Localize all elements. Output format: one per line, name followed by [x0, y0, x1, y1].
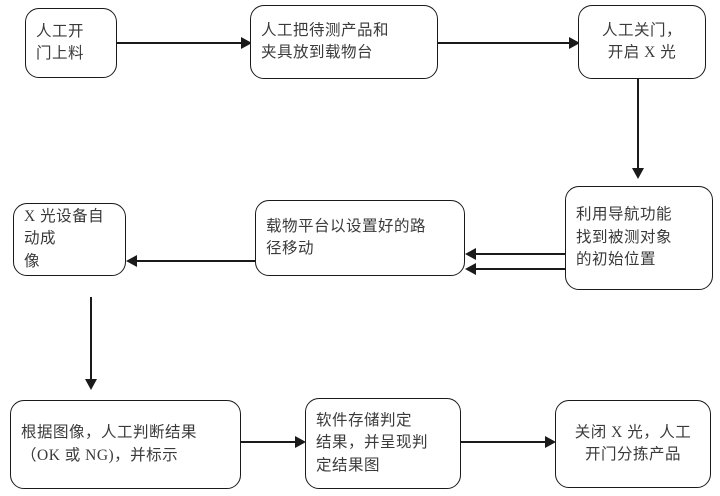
edge-xray-image-to-judge [90, 297, 92, 382]
node-close-xray-label: 人工关门， 开启 X 光 [601, 21, 682, 61]
node-software-store[interactable]: 软件存储判定 结果，并呈现判 定结果图 [305, 398, 461, 489]
node-judge[interactable]: 根据图像，人工判断结果 （OK 或 NG)，并标示 [10, 400, 241, 489]
node-sort-product-label: 关闭 X 光，人工 开门分拣产品 [574, 423, 692, 463]
node-place-product[interactable]: 人工把待测产品和 夹具放到载物台 [250, 5, 438, 79]
edge-stage-move-to-xray-image [137, 260, 256, 262]
edge-place-product-to-close-xray [438, 42, 572, 44]
node-open-door-label: 人工开 门上料 [36, 22, 85, 62]
arrowhead-xray-image-to-judge [85, 379, 97, 390]
arrowhead-navigate-to-stage-move-upper [465, 248, 476, 260]
node-xray-image-label: X 光设备自动成 像 [24, 207, 105, 270]
node-judge-label: 根据图像，人工判断结果 （OK 或 NG)，并标示 [21, 424, 198, 464]
node-open-door[interactable]: 人工开 门上料 [25, 8, 117, 78]
arrowhead-place-product-to-close-xray [569, 37, 580, 49]
node-stage-move-label: 载物平台以设置好的路 径移动 [266, 217, 427, 257]
edge-navigate-to-stage-move-lower [476, 268, 566, 270]
arrowhead-open-door-to-place-product [241, 37, 252, 49]
node-xray-image[interactable]: X 光设备自动成 像 [13, 203, 126, 276]
node-sort-product[interactable]: 关闭 X 光，人工 开门分拣产品 [555, 400, 711, 488]
arrowhead-stage-move-to-xray-image [126, 255, 137, 267]
edge-navigate-to-stage-move-upper [476, 253, 566, 255]
edge-judge-to-software-store [241, 441, 297, 443]
node-stage-move[interactable]: 载物平台以设置好的路 径移动 [255, 200, 465, 276]
arrowhead-navigate-to-stage-move-lower [465, 263, 476, 275]
node-navigate[interactable]: 利用导航功能 找到被测对象 的初始位置 [565, 186, 713, 290]
node-navigate-label: 利用导航功能 找到被测对象 的初始位置 [576, 206, 673, 269]
edge-close-xray-to-navigate [637, 79, 639, 171]
arrowhead-close-xray-to-navigate [632, 168, 644, 179]
edge-software-store-to-sort-product [461, 441, 547, 443]
arrowhead-software-store-to-sort-product [545, 436, 556, 448]
edge-open-door-to-place-product [117, 42, 243, 44]
node-place-product-label: 人工把待测产品和 夹具放到载物台 [261, 21, 390, 61]
node-software-store-label: 软件存储判定 结果，并呈现判 定结果图 [316, 411, 429, 474]
arrowhead-judge-to-software-store [295, 436, 306, 448]
node-close-xray[interactable]: 人工关门， 开启 X 光 [578, 5, 706, 79]
